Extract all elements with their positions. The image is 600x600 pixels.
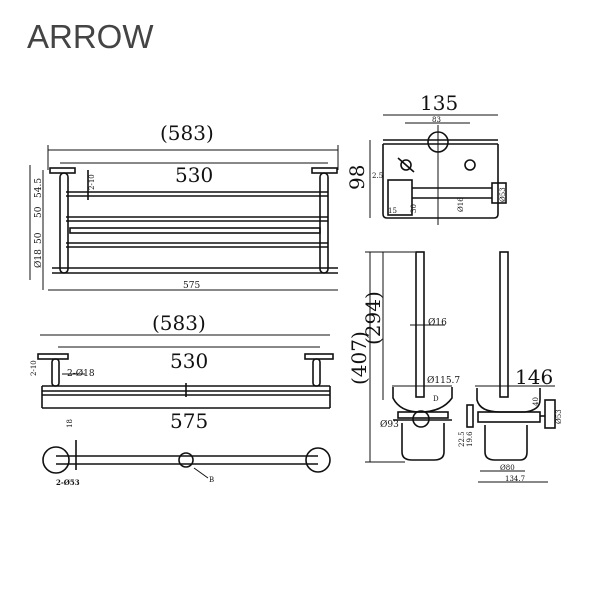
dim-flange: 2-Ø53: [56, 478, 80, 487]
towel-bar-front-view: (583) 530 2-10 2-Ø18 575: [30, 311, 334, 433]
dim-h1: 22.5: [458, 431, 466, 447]
dim-glass: Ø80: [500, 464, 515, 472]
dim-cap: Ø53: [499, 187, 507, 202]
towel-bar-top-view: 18 2-Ø53 B: [42, 419, 331, 487]
dim-flange: 40: [532, 397, 540, 406]
dim-inner: 530: [175, 163, 213, 187]
dim-height: 98: [345, 165, 369, 190]
dim-handle-dia: Ø16: [428, 317, 447, 328]
detail-d: D: [433, 395, 439, 403]
dim-overall: (407): [347, 331, 371, 385]
dim-glass-top: Ø93: [380, 419, 399, 430]
dim-wall: Ø53: [555, 409, 563, 424]
shelf-side-view: 135 83 98 2.5 15 30 Ø16 Ø53: [345, 91, 507, 225]
dim-holes: 83: [432, 116, 441, 124]
dim-depth: 18: [66, 419, 74, 428]
dim-spacing-mid: 50: [34, 206, 44, 218]
shelf-front-view: (583) 530 54.5 50 50 Ø18 2-10 575: [29, 121, 339, 291]
dim-overall: (583): [152, 311, 206, 335]
dim-post: 2-10: [30, 360, 38, 376]
dim-width: 146: [515, 365, 553, 389]
dim-spacing-top: 54.5: [34, 178, 44, 198]
brush-side-view: 146 Ø53 40 22.5 19.6 Ø80 134.7: [458, 251, 563, 483]
dim-tag: 2-10: [88, 174, 96, 190]
dim-tube: 2-Ø18: [67, 368, 95, 379]
dim-rod: Ø16: [457, 197, 465, 212]
dim-handle: (294): [361, 291, 385, 345]
dim-tube: Ø18: [33, 249, 44, 268]
dim-inner: 530: [170, 349, 208, 373]
brush-front-view: (407) (294) Ø16 Ø115.7 D Ø93: [347, 251, 460, 463]
dim-base: 575: [170, 409, 208, 433]
dim-offset: 2.5: [372, 172, 383, 180]
dim-base: 575: [183, 281, 200, 291]
dim-overall: (583): [160, 121, 214, 145]
detail-b: B: [209, 476, 214, 484]
dim-cup: Ø115.7: [427, 375, 460, 386]
dim-h2: 19.6: [466, 431, 474, 447]
dim-depth: 134.7: [505, 475, 525, 483]
dim-flange-h: 30: [410, 204, 418, 213]
dim-spacing-low: 50: [34, 232, 44, 244]
dim-width: 135: [420, 91, 458, 115]
dim-flange-depth: 15: [388, 207, 397, 215]
brand-logo: ARROW: [27, 18, 154, 55]
